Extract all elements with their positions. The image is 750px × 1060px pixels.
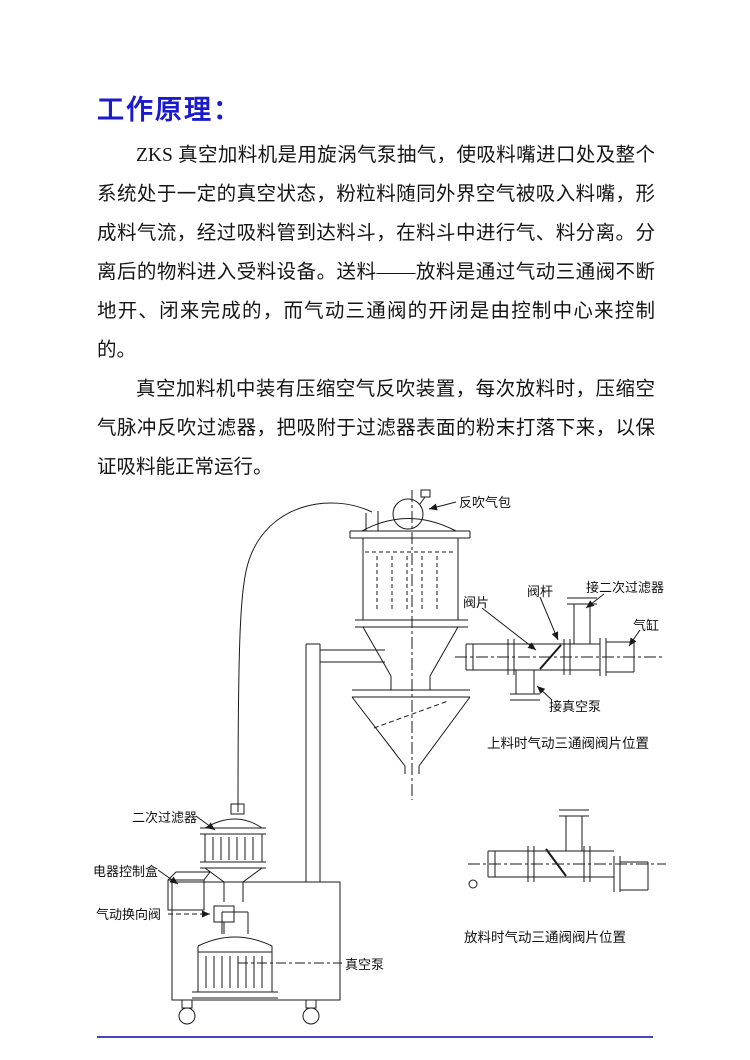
valve-detail-loading [455, 597, 662, 701]
label-vacuum-pump: 真空泵 [345, 957, 385, 972]
label-blowback-bag: 反吹气包 [459, 495, 512, 510]
leader-lines [157, 501, 641, 918]
section-heading: 工作原理： [97, 95, 242, 125]
label-secondary-filter: 二次过滤器 [132, 810, 198, 825]
paragraph-2: 真空加料机中装有压缩空气反吹装置，每次放料时，压缩空气脉冲反吹过滤器，把吸附于过… [97, 379, 655, 478]
secondary-filter-shape [200, 803, 266, 902]
paragraph-1: ZKS 真空加料机是用旋涡气泵抽气，使吸料嘴进口处及整个系统处于一定的真空状态，… [97, 145, 655, 361]
cart-shape [171, 881, 341, 1025]
hopper-assembly [349, 489, 471, 800]
suction-pipe [237, 502, 373, 813]
label-air-cylinder: 气缸 [633, 618, 660, 633]
label-valve-plate: 阀片 [463, 595, 490, 610]
stand [305, 643, 385, 882]
control-box-shape [167, 871, 211, 911]
caption-discharging-position: 放料时气动三通阀阀片位置 [464, 930, 626, 945]
label-directional-valve: 气动换向阀 [96, 907, 162, 922]
footer-rule [97, 1036, 653, 1038]
caption-loading-position: 上料时气动三通阀阀片位置 [487, 736, 649, 751]
valve-detail-discharging [468, 809, 666, 892]
label-valve-stem: 阀杆 [527, 584, 554, 599]
vacuum-pump-shape [192, 911, 342, 999]
body-text: ZKS 真空加料机是用旋涡气泵抽气，使吸料嘴进口处及整个系统处于一定的真空状态，… [97, 136, 655, 487]
label-to-secondary-filter: 接二次过滤器 [586, 580, 665, 595]
label-control-box: 电器控制盒 [93, 864, 159, 879]
directional-valve-shape [213, 905, 235, 934]
label-to-vacuum-pump: 接真空泵 [549, 699, 602, 714]
